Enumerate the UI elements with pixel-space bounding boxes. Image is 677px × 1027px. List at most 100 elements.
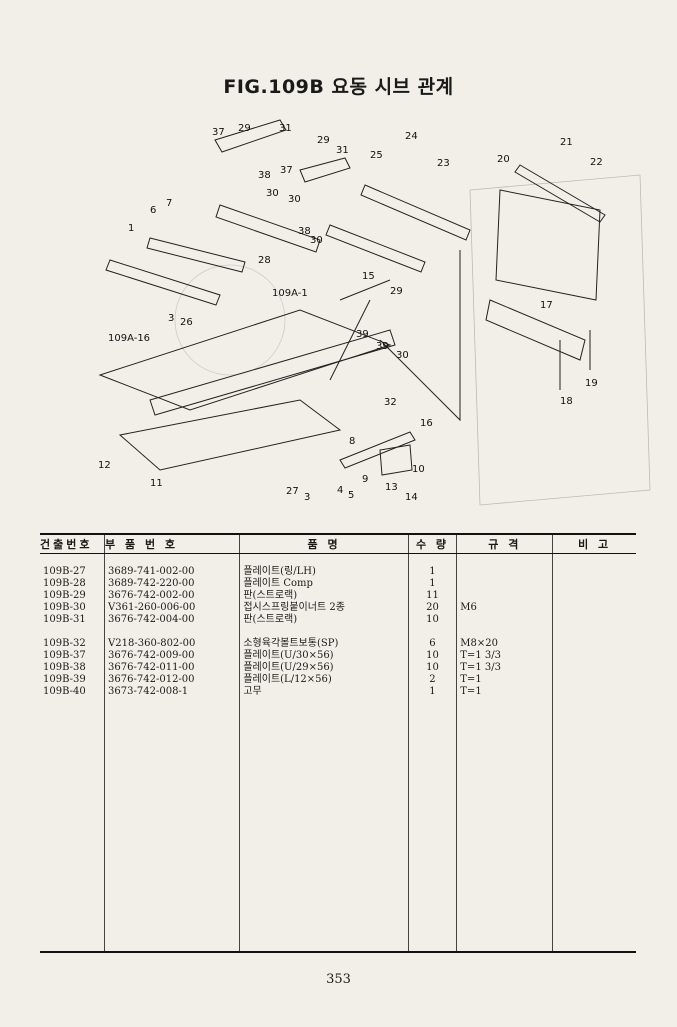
cell-remarks: [552, 614, 636, 626]
callout-number: 18: [560, 396, 573, 407]
cell-quantity: 10: [407, 662, 457, 674]
callout-number: 29: [317, 135, 330, 146]
cell-part-no: 3689-741-002-00: [104, 566, 240, 578]
cell-part-name: 플레이트(링/LH): [239, 566, 409, 578]
callout-number: 31: [336, 145, 349, 156]
cell-illustration-no: 109B-37: [43, 650, 86, 661]
page-number: 353: [326, 972, 351, 987]
cell-part-name: 플레이트(U/30×56): [239, 650, 409, 662]
cell-illustration-no: 109B-31: [43, 614, 86, 625]
callout-number: 38: [258, 170, 271, 181]
callout-number: 20: [497, 154, 510, 165]
cell-spec: T=1: [456, 686, 553, 698]
cell-part-name: 판(스트로랙): [239, 590, 409, 602]
cell-quantity: 10: [407, 650, 457, 662]
cell-remarks: [552, 674, 636, 686]
callout-number: 25: [370, 150, 383, 161]
callout-number: 22: [590, 157, 603, 168]
table-row: 109B-30 V361-260-006-00 접시스프링붙이너트 2종 20 …: [40, 602, 636, 614]
table-header-row: 건출번호 부 품 번 호 품 명 수 량 규 격 비 고: [40, 533, 636, 554]
callout-number: 28: [258, 255, 271, 266]
cell-part-no: 3676-742-011-00: [104, 662, 240, 674]
callout-number: 31: [279, 123, 292, 134]
callout-number: 26: [180, 317, 193, 328]
callout-number: 37: [280, 165, 293, 176]
cell-part-no: 3676-742-012-00: [104, 674, 240, 686]
cell-quantity: 1: [407, 578, 457, 590]
cell-spec: [456, 614, 553, 626]
callout-number: 109A-16: [108, 333, 150, 344]
cell-remarks: [552, 638, 636, 650]
table-row: 109B-27 3689-741-002-00 플레이트(링/LH) 1: [40, 566, 636, 578]
callout-number: 32: [384, 397, 397, 408]
cell-quantity: 10: [407, 614, 457, 626]
callout-number: 27: [286, 486, 299, 497]
cell-illustration-no: 109B-28: [43, 578, 86, 589]
callout-number: 8: [349, 436, 355, 447]
cell-quantity: 11: [407, 590, 457, 602]
header-illustration-no: 건출번호: [40, 533, 105, 554]
cell-spec: M8×20: [456, 638, 553, 650]
callout-number: 30: [396, 350, 409, 361]
cell-illustration-no: 109B-32: [43, 638, 86, 649]
cell-part-no: 3676-742-002-00: [104, 590, 240, 602]
cell-illustration-no: 109B-27: [43, 566, 86, 577]
callout-number: 21: [560, 137, 573, 148]
cell-remarks: [552, 662, 636, 674]
callout-number: 37: [212, 127, 225, 138]
table-row: 109B-29 3676-742-002-00 판(스트로랙) 11: [40, 590, 636, 602]
callout-number: 9: [362, 474, 368, 485]
callout-number: 29: [390, 286, 403, 297]
callout-number: 30: [266, 188, 279, 199]
cell-remarks: [552, 650, 636, 662]
callout-number: 13: [385, 482, 398, 493]
callout-number: 14: [405, 492, 418, 503]
cell-quantity: 6: [407, 638, 457, 650]
cell-part-no: 3689-742-220-00: [104, 578, 240, 590]
table-row: 109B-28 3689-742-220-00 플레이트 Comp 1: [40, 578, 636, 590]
cell-quantity: 2: [407, 674, 457, 686]
callout-number: 30: [310, 235, 323, 246]
cell-part-name: 고무: [239, 686, 409, 698]
cell-part-no: V361-260-006-00: [104, 602, 240, 614]
callout-number: 19: [585, 378, 598, 389]
callout-number: 1: [128, 223, 134, 234]
cell-part-name: 플레이트(U/29×56): [239, 662, 409, 674]
callout-number: 10: [412, 464, 425, 475]
cell-remarks: [552, 686, 636, 698]
cell-part-name: 플레이트(L/12×56): [239, 674, 409, 686]
callout-number: 39: [356, 329, 369, 340]
table-row: 109B-31 3676-742-004-00 판(스트로랙) 10: [40, 614, 636, 626]
callout-number: 23: [437, 158, 450, 169]
table-row: 109B-39 3676-742-012-00 플레이트(L/12×56) 2 …: [40, 674, 636, 686]
cell-part-no: 3673-742-008-1: [104, 686, 240, 698]
callout-number: 11: [150, 478, 163, 489]
cell-part-no: V218-360-802-00: [104, 638, 240, 650]
table-row: 109B-32 V218-360-802-00 소형육각볼트보통(SP) 6 M…: [40, 638, 636, 650]
cell-part-name: 접시스프링붙이너트 2종: [239, 602, 409, 614]
cell-quantity: 1: [407, 686, 457, 698]
callout-number: 6: [150, 205, 156, 216]
callout-number: 3: [168, 313, 174, 324]
callout-number: 24: [405, 131, 418, 142]
parts-table: 건출번호 부 품 번 호 품 명 수 량 규 격 비 고 109B-27 368…: [40, 533, 636, 953]
cell-spec: [456, 590, 553, 602]
cell-quantity: 20: [407, 602, 457, 614]
callout-number: 15: [362, 271, 375, 282]
callout-number: 5: [348, 490, 354, 501]
callout-number: 17: [540, 300, 553, 311]
cell-illustration-no: 109B-30: [43, 602, 86, 613]
cell-spec: [456, 566, 553, 578]
cell-illustration-no: 109B-39: [43, 674, 86, 685]
cell-part-no: 3676-742-004-00: [104, 614, 240, 626]
header-part-name: 품 명: [239, 533, 409, 554]
callout-number: 38: [298, 226, 311, 237]
cell-remarks: [552, 566, 636, 578]
cell-illustration-no: 109B-40: [43, 686, 86, 697]
cell-illustration-no: 109B-29: [43, 590, 86, 601]
cell-remarks: [552, 602, 636, 614]
callout-number: 7: [166, 198, 172, 209]
callout-number: 4: [337, 485, 343, 496]
